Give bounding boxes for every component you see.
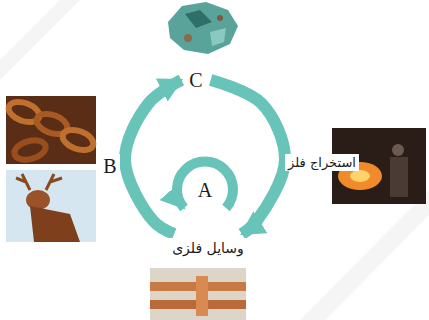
deer-head xyxy=(26,190,50,210)
stage-name: C xyxy=(189,69,202,92)
chain-link xyxy=(60,126,96,154)
watermark-band xyxy=(0,0,80,80)
watermark-band xyxy=(300,190,429,320)
copper-pipes-picture xyxy=(150,268,246,320)
ore-spot xyxy=(184,34,192,42)
pipes-ground xyxy=(150,268,246,320)
cycle-arrow xyxy=(125,80,181,234)
edge-label: استخراج فلز xyxy=(285,154,359,171)
worker-head xyxy=(392,144,404,156)
inner-cycle-arrow xyxy=(177,161,233,208)
ore-picture xyxy=(168,2,238,54)
cycle-stage: C xyxy=(185,67,206,94)
chain-link xyxy=(12,137,48,163)
cycle-stage: وسایل فلزی xyxy=(168,238,248,258)
sky-ground xyxy=(6,170,96,242)
worker-body xyxy=(390,157,408,197)
edge-label: B xyxy=(100,154,119,179)
ore-spot xyxy=(217,15,223,21)
cycle-letter: A xyxy=(195,178,215,203)
rust-chain-picture xyxy=(6,96,96,164)
chain-ground xyxy=(6,96,96,164)
molten-core xyxy=(350,170,370,182)
deer-statue-picture xyxy=(6,170,96,242)
copper-fitting xyxy=(196,276,208,316)
cycle-arrow xyxy=(211,80,285,234)
ore-patch xyxy=(210,28,226,46)
ore-rock xyxy=(168,2,238,54)
stage-name: وسایل فلزی xyxy=(172,240,244,256)
connector-layer xyxy=(125,80,285,234)
deer-antlers xyxy=(16,174,62,190)
deer-body xyxy=(30,206,80,242)
ore-patch xyxy=(185,10,212,28)
